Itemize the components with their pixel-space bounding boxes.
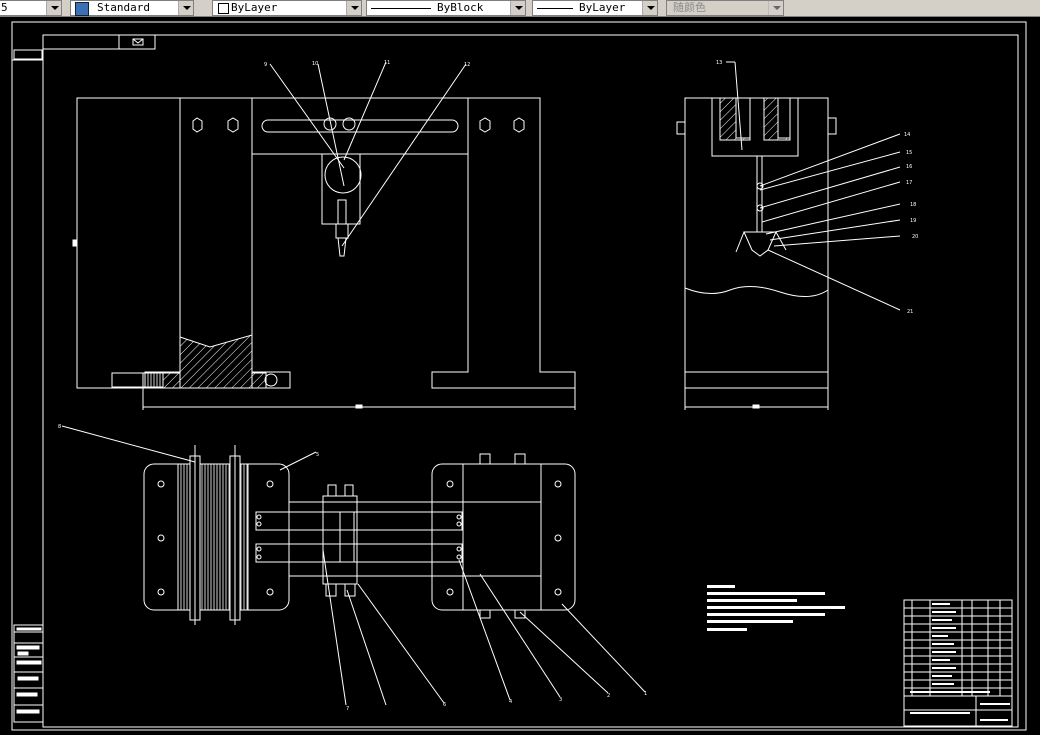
outer-frame <box>11 21 1027 731</box>
plotstyle-value: 随颜色 <box>673 1 706 14</box>
lineweight-sample-icon <box>537 8 573 9</box>
side-view <box>676 97 837 410</box>
balloon-6: 6 <box>443 702 446 708</box>
top-leaders <box>61 425 646 706</box>
chevron-down-icon[interactable] <box>642 1 657 15</box>
color-value: ByLayer <box>231 1 278 14</box>
first-dropdown[interactable]: 5 <box>0 0 62 16</box>
balloon-10: 10 <box>312 61 318 67</box>
front-view <box>72 97 576 410</box>
balloon-4: 4 <box>509 699 512 705</box>
chevron-down-icon[interactable] <box>346 1 361 15</box>
chevron-down-icon[interactable] <box>46 1 61 15</box>
color-swatch-icon <box>218 3 229 14</box>
balloon-11: 11 <box>384 60 390 66</box>
lineweight-dropdown[interactable]: ByLayer <box>532 0 658 16</box>
color-dropdown[interactable]: ByLayer <box>212 0 362 16</box>
inner-frame <box>42 34 1019 728</box>
lineweight-value: ByLayer <box>579 1 626 14</box>
text-style-icon <box>75 2 89 16</box>
chevron-down-icon[interactable] <box>768 1 783 15</box>
balloon-9: 9 <box>264 62 267 68</box>
balloon-17: 17 <box>906 180 912 186</box>
balloon-labels: 1 2 3 4 5 6 7 8 9 10 11 12 13 14 15 16 1… <box>58 60 918 712</box>
balloon-18: 18 <box>910 202 916 208</box>
linetype-dropdown[interactable]: ByBlock <box>366 0 526 16</box>
front-leaders <box>269 61 467 247</box>
chevron-down-icon[interactable] <box>178 1 193 15</box>
first-dropdown-value: 5 <box>1 1 8 14</box>
balloon-14: 14 <box>904 132 910 138</box>
balloon-20: 20 <box>912 234 918 240</box>
balloon-7: 7 <box>346 706 349 712</box>
plotstyle-dropdown[interactable]: 随颜色 <box>666 0 784 16</box>
balloon-13: 13 <box>716 60 722 66</box>
drawing-number-box <box>42 34 120 50</box>
balloon-8: 8 <box>58 424 61 430</box>
balloon-2: 2 <box>607 693 610 699</box>
balloon-16: 16 <box>906 164 912 170</box>
left-strip-table <box>13 624 44 723</box>
text-style-dropdown[interactable]: Standard <box>70 0 194 16</box>
balloon-3: 3 <box>559 697 562 703</box>
linetype-sample-icon <box>371 8 431 9</box>
balloon-1: 1 <box>644 691 647 697</box>
title-block <box>903 599 1013 727</box>
side-leaders <box>726 61 901 311</box>
text-style-value: Standard <box>97 1 150 14</box>
balloon-12: 12 <box>464 62 470 68</box>
balloon-15: 15 <box>906 150 912 156</box>
technical-notes <box>707 585 845 631</box>
balloon-21: 21 <box>907 309 913 315</box>
properties-toolbar: 5 Standard ByLayer ByBlock ByLayer 随颜色 <box>0 0 1040 17</box>
top-view-holes <box>157 480 562 596</box>
envelope-icon <box>132 38 144 46</box>
balloon-19: 19 <box>910 218 916 224</box>
chevron-down-icon[interactable] <box>510 1 525 15</box>
balloon-5: 5 <box>316 452 319 458</box>
left-strip-box <box>13 49 43 60</box>
linetype-value: ByBlock <box>437 1 484 14</box>
drawing-canvas[interactable]: 1 2 3 4 5 6 7 8 9 10 11 12 13 14 15 16 1… <box>0 17 1040 735</box>
top-view <box>143 445 576 625</box>
